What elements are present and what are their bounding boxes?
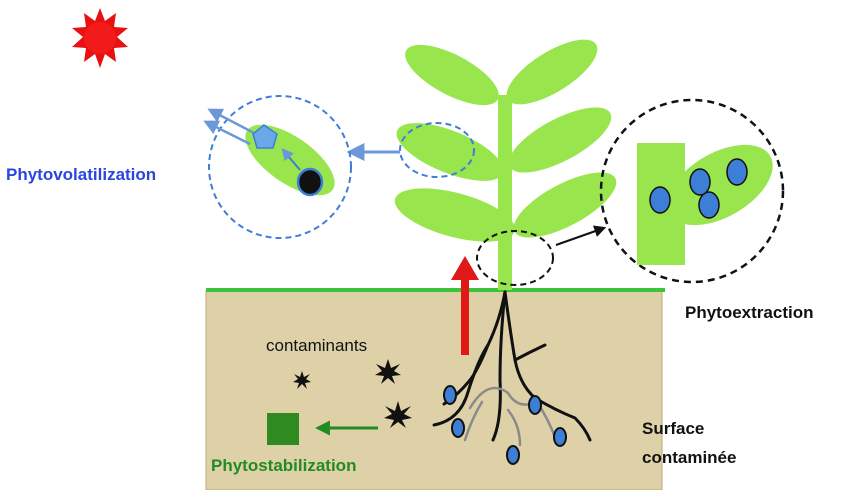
zoomed-leaf-extraction (667, 144, 773, 226)
surface-label-line1: Surface (642, 419, 704, 438)
stem-focus-circle (476, 230, 554, 286)
plant-stem (498, 95, 512, 290)
contaminants-label: contaminants (266, 336, 367, 355)
plant-roots (432, 290, 592, 442)
extraction-zoom-circle (599, 98, 785, 284)
volatile-arrow (207, 108, 257, 136)
contaminant-icon (384, 401, 412, 428)
transform-arrow (281, 148, 301, 171)
volatile-arrow (203, 120, 251, 146)
contaminant-icons (293, 359, 412, 428)
contaminant-icon (375, 359, 401, 384)
surface-label-line2: contaminée (642, 448, 736, 467)
uptake-arrow (451, 256, 479, 355)
root-contaminants (443, 385, 567, 465)
extracted-contaminants (649, 158, 748, 219)
extraction-link-arrow (555, 225, 607, 246)
plant-leaves (394, 39, 617, 242)
phytovolatilization-label: Phytovolatilization (6, 165, 156, 184)
sun-icon (72, 8, 128, 68)
volatilization-zoom-circle (208, 95, 352, 239)
zoomed-leaf (245, 124, 335, 196)
soil-block (205, 290, 663, 490)
stabilized-contaminant (267, 413, 299, 445)
leaf-focus-circle (399, 122, 475, 178)
contaminant-icon (293, 371, 311, 389)
phytoextraction-label: Phytoextraction (685, 303, 813, 322)
phytostabilization-label: Phytostabilization (211, 456, 356, 475)
volatile-molecule (252, 124, 278, 149)
absorbed-contaminant (296, 167, 324, 197)
